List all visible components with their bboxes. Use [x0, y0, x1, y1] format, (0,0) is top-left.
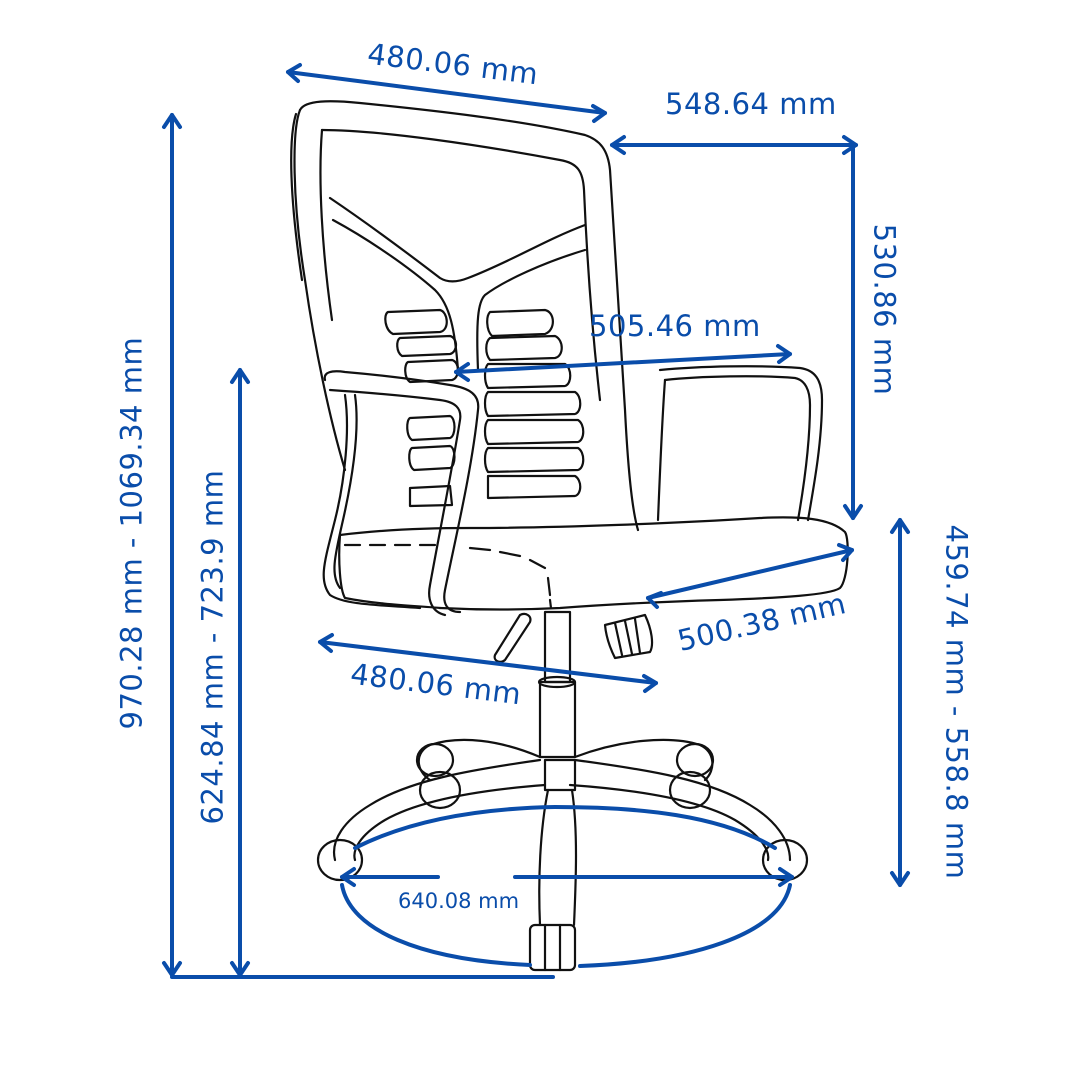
seat-height-label: 459.74 mm - 558.8 mm: [939, 524, 974, 880]
base-diameter-label: 640.08 mm: [398, 889, 520, 913]
overall-height-label: 970.28 mm - 1069.34 mm: [114, 336, 149, 730]
armrest-height-label: 624.84 mm - 723.9 mm: [195, 469, 230, 825]
backrest-height-label: 530.86 mm: [867, 223, 902, 396]
armrest-span-label: 505.46 mm: [589, 309, 761, 343]
dimension-lines: [162, 63, 910, 979]
overall-depth-label: 548.64 mm: [665, 87, 837, 121]
chair-line-art: [290, 100, 849, 972]
